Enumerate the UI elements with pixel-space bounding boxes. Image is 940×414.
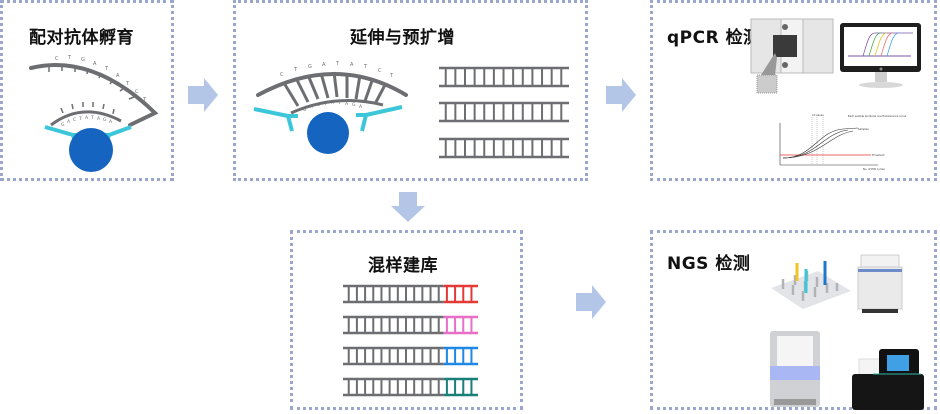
- svg-text:T: T: [90, 115, 94, 121]
- svg-text:C: C: [135, 89, 139, 95]
- svg-text:G: G: [103, 117, 107, 123]
- arrow-right-icon: [576, 285, 606, 319]
- svg-text:T: T: [142, 97, 147, 103]
- flow-cell-icon: [771, 261, 851, 309]
- dna-ladder: [343, 377, 478, 397]
- svg-text:A: A: [85, 115, 89, 121]
- ct-label: Ct values: [812, 113, 824, 117]
- svg-text:A: A: [116, 73, 120, 79]
- svg-text:G: G: [352, 102, 356, 108]
- dna-ladder: [439, 101, 569, 123]
- samples-label: Samples: [858, 127, 869, 131]
- step-title: 延伸与预扩增: [350, 28, 455, 48]
- bead: [307, 112, 349, 154]
- svg-text:A: A: [345, 101, 349, 107]
- amplification-chart: Ct values Samples Threshold No. of PCR c…: [779, 113, 907, 171]
- svg-text:A: A: [322, 62, 326, 68]
- step-title: qPCR 检测: [667, 28, 761, 48]
- svg-text:T: T: [293, 67, 298, 73]
- monitor-icon: [840, 23, 921, 88]
- qpcr-plate-icon: [750, 18, 834, 94]
- step-title: 混样建库: [368, 256, 438, 276]
- arrow-right-icon: [606, 78, 636, 112]
- dna-ladder: [439, 137, 569, 159]
- bead: [69, 128, 113, 172]
- step-title: NGS 检测: [667, 254, 751, 274]
- svg-text:T: T: [78, 116, 82, 122]
- dna-ladder: [343, 346, 478, 366]
- sequencer-tall-icon: [857, 254, 903, 313]
- svg-text:T: T: [337, 100, 341, 106]
- svg-text:T: T: [323, 101, 327, 107]
- arrow-right-icon: [188, 78, 218, 112]
- step-ngs-panel: NGS 检测: [650, 230, 937, 410]
- svg-text:C: C: [55, 56, 59, 62]
- svg-text:T: T: [389, 73, 394, 79]
- step-library-panel: 混样建库: [290, 230, 523, 410]
- ngs-instruments-illustration: [770, 254, 924, 410]
- svg-text:A: A: [331, 100, 335, 106]
- svg-text:A: A: [97, 116, 101, 122]
- qpcr-instrument-illustration: Ct values Samples Threshold No. of PCR c…: [750, 18, 921, 171]
- svg-text:T: T: [335, 61, 340, 67]
- svg-text:T: T: [363, 64, 368, 70]
- dna-ladder: [343, 315, 478, 335]
- svg-text:C: C: [317, 102, 320, 108]
- sequencer-black-icon: [852, 349, 924, 410]
- dna-ladder: [343, 284, 478, 304]
- svg-text:A: A: [359, 104, 363, 110]
- chart-annotation: Each sample produces one fluorescence cu…: [848, 114, 907, 118]
- svg-text:T: T: [67, 55, 72, 61]
- x-axis-label: No. of PCR cycles: [863, 167, 885, 171]
- svg-text:G: G: [303, 107, 307, 113]
- svg-text:A: A: [67, 119, 71, 125]
- svg-text:T: T: [104, 66, 109, 72]
- svg-text:A: A: [93, 61, 97, 67]
- svg-text:G: G: [308, 64, 312, 70]
- svg-text:G: G: [81, 57, 85, 63]
- svg-text:A: A: [109, 119, 113, 125]
- svg-text:A: A: [350, 62, 354, 68]
- svg-text:G: G: [61, 122, 65, 128]
- svg-text:C: C: [280, 72, 284, 78]
- dna-ladder: [439, 66, 569, 88]
- step-qpcr-panel: qPCR 检测: [650, 0, 937, 181]
- sequencer-blue-light-icon: [770, 331, 820, 407]
- svg-text:A: A: [310, 104, 314, 110]
- arrow-down-icon: [391, 192, 425, 222]
- library-illustration: [343, 284, 478, 397]
- svg-text:T: T: [125, 81, 130, 87]
- threshold-label: Threshold: [872, 153, 885, 157]
- svg-text:C: C: [73, 117, 76, 123]
- svg-text:C: C: [378, 68, 382, 74]
- step-title: 配对抗体孵育: [29, 28, 134, 48]
